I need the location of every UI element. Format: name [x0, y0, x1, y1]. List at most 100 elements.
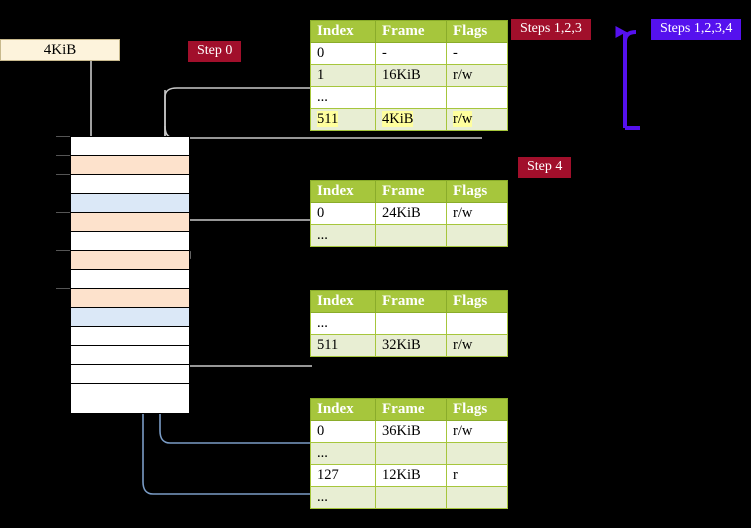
badge-step-4-label: Step 4	[518, 157, 572, 179]
table-row: 0--	[310, 42, 508, 65]
memory-frame-row	[71, 365, 189, 384]
badge-steps-123-label: Steps 1,2,3	[511, 19, 591, 41]
badge-steps-123: Steps 1,2,3	[511, 19, 591, 41]
memory-row-tick	[56, 212, 70, 213]
table-cell-frame: 12KiB	[375, 464, 447, 487]
table-cell-frame: 16KiB	[375, 64, 447, 87]
memory-frame-row	[71, 384, 189, 403]
column-header-index: Index	[310, 290, 376, 313]
memory-frame-row	[71, 308, 189, 327]
table-cell-frame	[375, 224, 447, 247]
table-row: ...	[310, 224, 508, 247]
table-cell-flags	[446, 486, 508, 509]
memory-frame-row	[56, 174, 189, 194]
table-cell-frame: 4KiB	[375, 108, 447, 131]
column-header-frame: Frame	[375, 398, 447, 421]
table-cell-index: ...	[310, 86, 376, 109]
table-cell-flags	[446, 86, 508, 109]
table-cell-index: 1	[310, 64, 376, 87]
memory-frame-row	[71, 327, 189, 346]
table-cell-frame	[375, 442, 447, 465]
table-row: ...	[310, 86, 508, 109]
table-cell-flags: r/w	[446, 334, 508, 357]
memory-frame-row	[71, 346, 189, 365]
memory-frame-row	[71, 232, 189, 251]
table-cell-flags: r/w	[446, 64, 508, 87]
wire-purple-right	[623, 30, 637, 128]
table-row: ...	[310, 442, 508, 465]
table-cell-index: 511	[310, 108, 376, 131]
table-cell-index: ...	[310, 442, 376, 465]
table-cell-flags: r/w	[446, 108, 508, 131]
table-row: ...	[310, 312, 508, 335]
memory-frame-row	[71, 270, 189, 289]
table-cell-index: ...	[310, 224, 376, 247]
table-cell-index: ...	[310, 312, 376, 335]
memory-frame-row	[56, 136, 189, 156]
table-cell-index: 0	[310, 420, 376, 443]
badge-steps-1234-label: Steps 1,2,3,4	[651, 19, 742, 41]
table-cell-frame: 36KiB	[375, 420, 447, 443]
memory-row-tick	[56, 136, 70, 137]
column-header-flags: Flags	[446, 290, 508, 313]
column-header-flags: Flags	[446, 180, 508, 203]
memory-row-tick	[56, 174, 70, 175]
badge-step-0-label: Step 0	[188, 41, 242, 63]
column-header-flags: Flags	[446, 20, 508, 43]
table-cell-flags: r/w	[446, 420, 508, 443]
column-header-frame: Frame	[375, 180, 447, 203]
table-cell-index: 0	[310, 42, 376, 65]
badge-step-0: Step 0	[188, 41, 242, 63]
table-cell-index: 127	[310, 464, 376, 487]
column-header-frame: Frame	[375, 290, 447, 313]
highlighted-value: 511	[317, 111, 339, 127]
column-header-index: Index	[310, 398, 376, 421]
memory-row-tick	[56, 288, 70, 289]
table-cell-frame: -	[375, 42, 447, 65]
table-cell-flags	[446, 312, 508, 335]
memory-frame-row	[56, 250, 189, 270]
memory-frame-row	[56, 212, 189, 232]
table-cell-flags: -	[446, 42, 508, 65]
column-header-index: Index	[310, 20, 376, 43]
table-cell-flags: r	[446, 464, 508, 487]
badge-step-4: Step 4	[518, 157, 572, 179]
column-header-flags: Flags	[446, 398, 508, 421]
table-cell-frame	[375, 486, 447, 509]
table-cell-frame	[375, 312, 447, 335]
physical-memory-column	[56, 136, 190, 414]
memory-frame-row	[56, 288, 189, 308]
memory-row-tick	[56, 155, 70, 156]
table-cell-frame	[375, 86, 447, 109]
table-row: 511 4KiB r/w	[310, 108, 508, 131]
highlighted-value: 4KiB	[382, 111, 414, 127]
wire-mem-to-t1	[174, 219, 312, 223]
column-header-index: Index	[310, 180, 376, 203]
table-cell-flags: r/w	[446, 202, 508, 225]
virtual-address-box: 4KiB	[0, 39, 120, 61]
table-cell-flags	[446, 224, 508, 247]
table-cell-flags	[446, 442, 508, 465]
wire-mem-to-t2	[174, 363, 312, 367]
table-cell-index: 511	[310, 334, 376, 357]
memory-frame-row	[71, 194, 189, 213]
table-cell-frame: 32KiB	[375, 334, 447, 357]
table-cell-index: 0	[310, 202, 376, 225]
badge-steps-1234: Steps 1,2,3,4	[651, 19, 742, 41]
column-header-frame: Frame	[375, 20, 447, 43]
highlighted-value: r/w	[453, 111, 473, 127]
table-row: ...	[310, 486, 508, 509]
